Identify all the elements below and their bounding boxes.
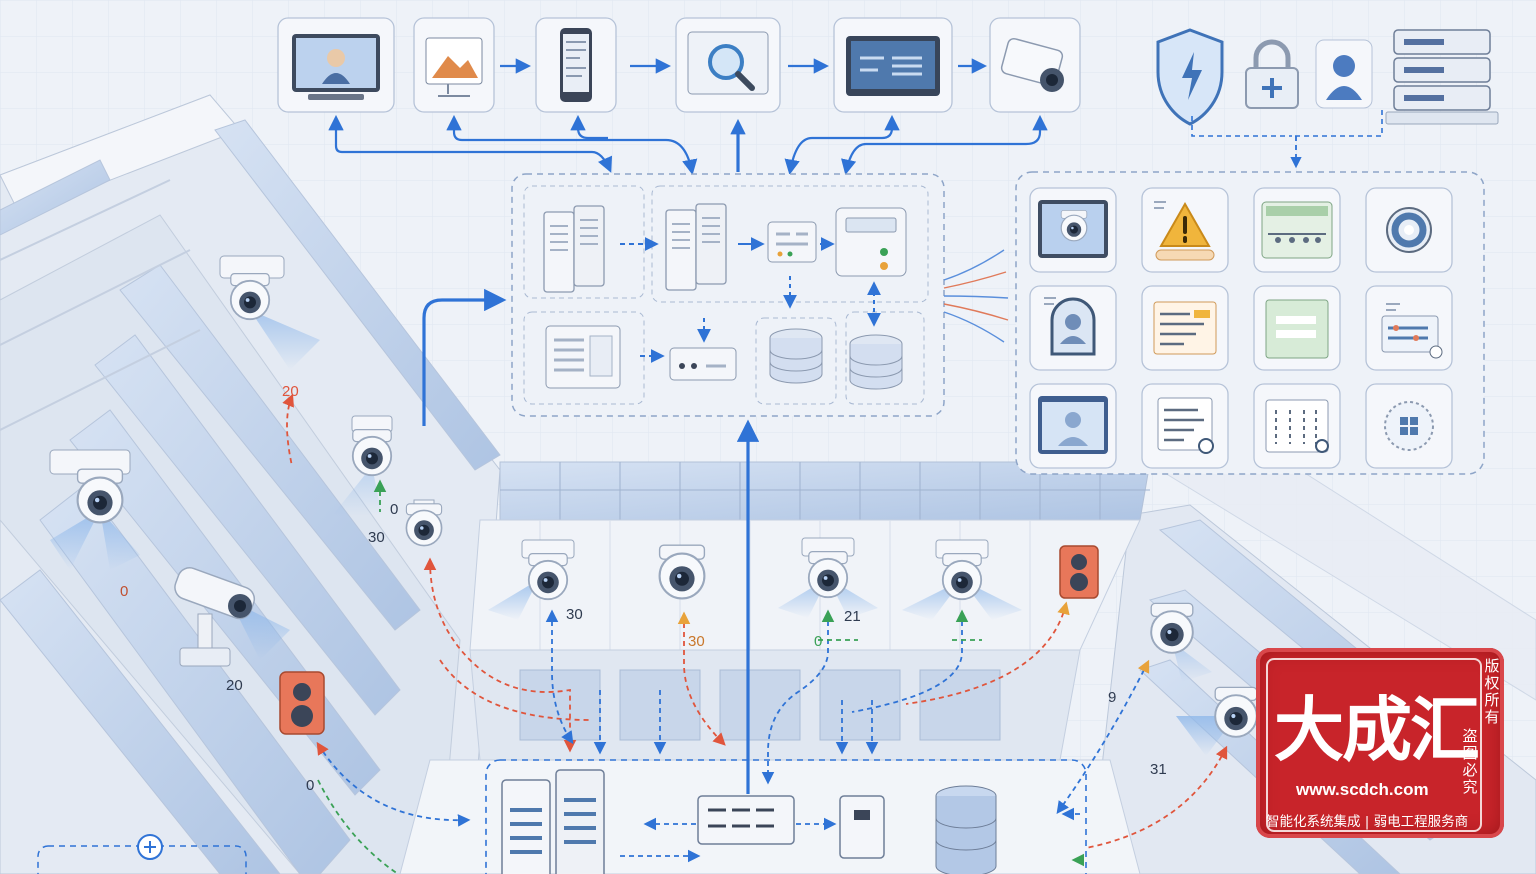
label-mid-1: 30 [566,606,583,623]
display-dashboard-icon [833,17,953,113]
timeline-icon [1253,187,1341,273]
face-id-icon [1029,285,1117,371]
settings-sliders-icon [1365,285,1453,371]
search-magnifier-icon [675,17,781,113]
stamp-url: www.scdch.com [1296,780,1429,799]
label-left-small-1: 0 [120,583,128,600]
label-left-mid: 30 [368,529,385,546]
main-trunk [422,126,760,794]
user-profile-icon [1315,39,1373,109]
camera-flow-lines [282,393,1228,874]
mobile-phone-icon [535,17,617,113]
label-mid-2: 30 [688,633,705,650]
monitor-video-icon [277,17,395,113]
stamp-tagline: 智能化系统集成 | 弱电工程服务商 [1266,814,1469,830]
layout-grid-icon [1253,285,1341,371]
video-call-icon [1029,383,1117,469]
shield-lightning-icon [1156,28,1224,126]
server-stack-icon [1385,29,1499,125]
label-left-small-2: 0 [390,501,398,518]
signal-waves [943,249,1009,343]
warning-alert-icon [1141,187,1229,273]
padlock-icon [1245,39,1299,109]
label-mid-small: 0 [814,633,822,650]
label-right-1: 9 [1108,689,1116,706]
label-left-upper: 20 [282,383,299,400]
report-doc-icon [1141,383,1229,469]
list-panel-icon [1141,285,1229,371]
bottom-data-centre [37,759,1087,874]
stamp-side-right: 盗图必究 [1462,727,1478,796]
checklist-icon [1253,383,1341,469]
live-camera-icon [1029,187,1117,273]
image-viewer-icon [413,17,495,113]
camera-labels: 20 30 30 21 9 31 20 30 0 0 0 0 [120,383,1167,794]
label-mid-3: 21 [844,608,861,625]
label-left-small-3: 0 [306,777,314,794]
label-right-2: 31 [1150,761,1167,778]
watermark-stamp: 大成汇 www.scdch.com 版权所有 盗图必究 智能化系统集成 | 弱电… [1256,648,1504,838]
label-left-lower: 20 [226,677,243,694]
security-icons [1156,28,1499,169]
top-pipeline [277,17,1081,113]
stamp-frame [1266,658,1482,832]
camera-icon [989,17,1081,113]
stamp-brand: 大成汇 [1274,689,1480,771]
ring-icon [1365,187,1453,273]
globe-grid-icon [1365,383,1453,469]
stamp-side-left: 版权所有 [1484,657,1500,726]
processing-hub [511,173,945,417]
function-grid [1015,171,1485,475]
